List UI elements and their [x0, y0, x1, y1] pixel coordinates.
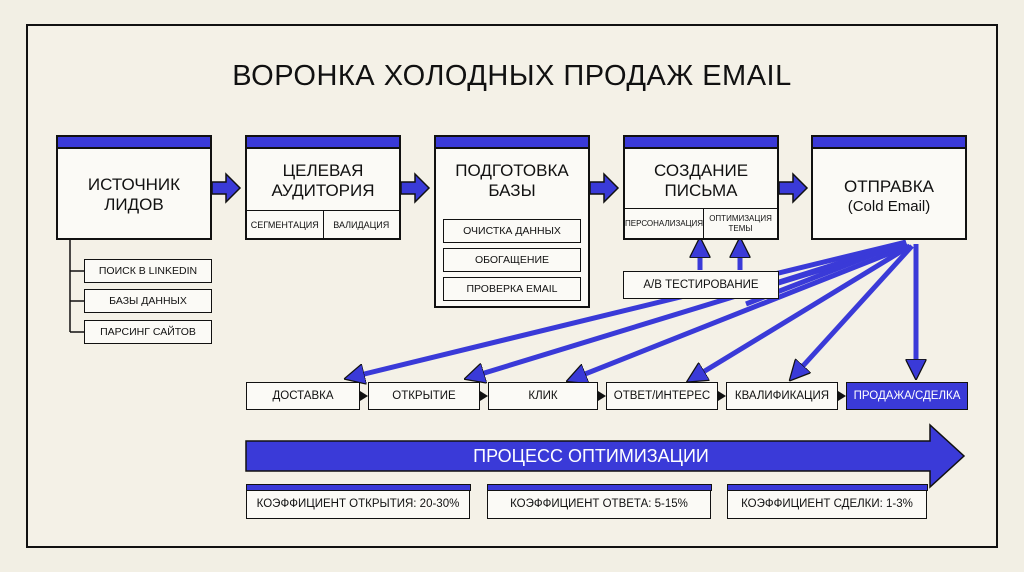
subitem-validation: ВАЛИДАЦИЯ [322, 211, 400, 238]
lead-sources-bracket [69, 240, 84, 333]
diagram-title: ВОРОНКА ХОЛОДНЫХ ПРОДАЖ EMAIL [232, 60, 792, 92]
step-create-email: СОЗДАНИЕ ПИСЬМА ПЕРСОНАЛИЗАЦИЯ ОПТИМИЗАЦ… [623, 135, 779, 240]
prep-item-enrichment: ОБОГАЩЕНИЕ [443, 248, 581, 272]
step-target-audience-header [245, 135, 401, 149]
stage-sale-deal: ПРОДАЖА/СДЕЛКА [846, 382, 968, 410]
step-arrows [211, 172, 809, 204]
stage-qualification: КВАЛИФИКАЦИЯ [726, 382, 838, 410]
subitem-segmentation: СЕГМЕНТАЦИЯ [250, 219, 319, 230]
step-send-sublabel: (Cold Email) [847, 198, 931, 215]
step-arrow-1 [211, 172, 242, 204]
subitem-subject-optimization: ОПТИМИЗАЦИЯ ТЕМЫ [703, 209, 777, 238]
step-database-prep-header [434, 135, 590, 149]
step-arrow-3 [589, 172, 620, 204]
step-send-label: ОТПРАВКА [844, 177, 934, 196]
optimization-label: ПРОЦЕСС ОПТИМИЗАЦИИ [473, 445, 709, 466]
step-lead-source: ИСТОЧНИК ЛИДОВ [56, 135, 212, 240]
optimization-arrow [245, 423, 966, 489]
step-arrow-2 [400, 172, 431, 204]
stage-open: ОТКРЫТИЕ [368, 382, 480, 410]
step-create-email-header [623, 135, 779, 149]
step-create-email-label: СОЗДАНИЕ ПИСЬМА [653, 161, 749, 200]
stage-reply-interest: ОТВЕТ/ИНТЕРЕС [606, 382, 718, 410]
ab-test-arrows [700, 241, 740, 270]
stage-click: КЛИК [488, 382, 598, 410]
kpi-open-rate: КОЭФФИЦИЕНТ ОТКРЫТИЯ: 20-30% [245, 484, 471, 519]
lead-source-linkedin: ПОИСК В LINKEDIN [84, 259, 212, 283]
step-lead-source-label: ИСТОЧНИК ЛИДОВ [87, 175, 181, 214]
step-arrow-4 [778, 172, 809, 204]
step-target-audience-label: ЦЕЛЕВАЯ АУДИТОРИЯ [271, 161, 375, 200]
stage-delivery: ДОСТАВКА [246, 382, 360, 410]
step-lead-source-header [56, 135, 212, 149]
ab-testing-box: A/B ТЕСТИРОВАНИЕ [623, 271, 779, 299]
prep-item-cleaning: ОЧИСТКА ДАННЫХ [443, 219, 581, 243]
kpi-deal-rate: КОЭФФИЦИЕНТ СДЕЛКИ: 1-3% [726, 484, 928, 519]
lead-source-databases: БАЗЫ ДАННЫХ [84, 289, 212, 313]
prep-item-email-check: ПРОВЕРКА EMAIL [443, 277, 581, 301]
kpi-reply-rate: КОЭФФИЦИЕНТ ОТВЕТА: 5-15% [486, 484, 712, 519]
step-database-prep-label: ПОДГОТОВКА БАЗЫ [455, 161, 569, 200]
subitem-personalization: ПЕРСОНАЛИЗАЦИЯ [625, 218, 704, 228]
create-email-subitems: ПЕРСОНАЛИЗАЦИЯ ОПТИМИЗАЦИЯ ТЕМЫ [625, 208, 777, 238]
step-target-audience: ЦЕЛЕВАЯ АУДИТОРИЯ СЕГМЕНТАЦИЯ ВАЛИДАЦИЯ [245, 135, 401, 240]
target-audience-subitems: СЕГМЕНТАЦИЯ ВАЛИДАЦИЯ [247, 210, 399, 238]
step-send-header [811, 135, 967, 149]
step-send: ОТПРАВКА (Cold Email) [811, 135, 967, 240]
lead-source-site-parsing: ПАРСИНГ САЙТОВ [84, 320, 212, 344]
